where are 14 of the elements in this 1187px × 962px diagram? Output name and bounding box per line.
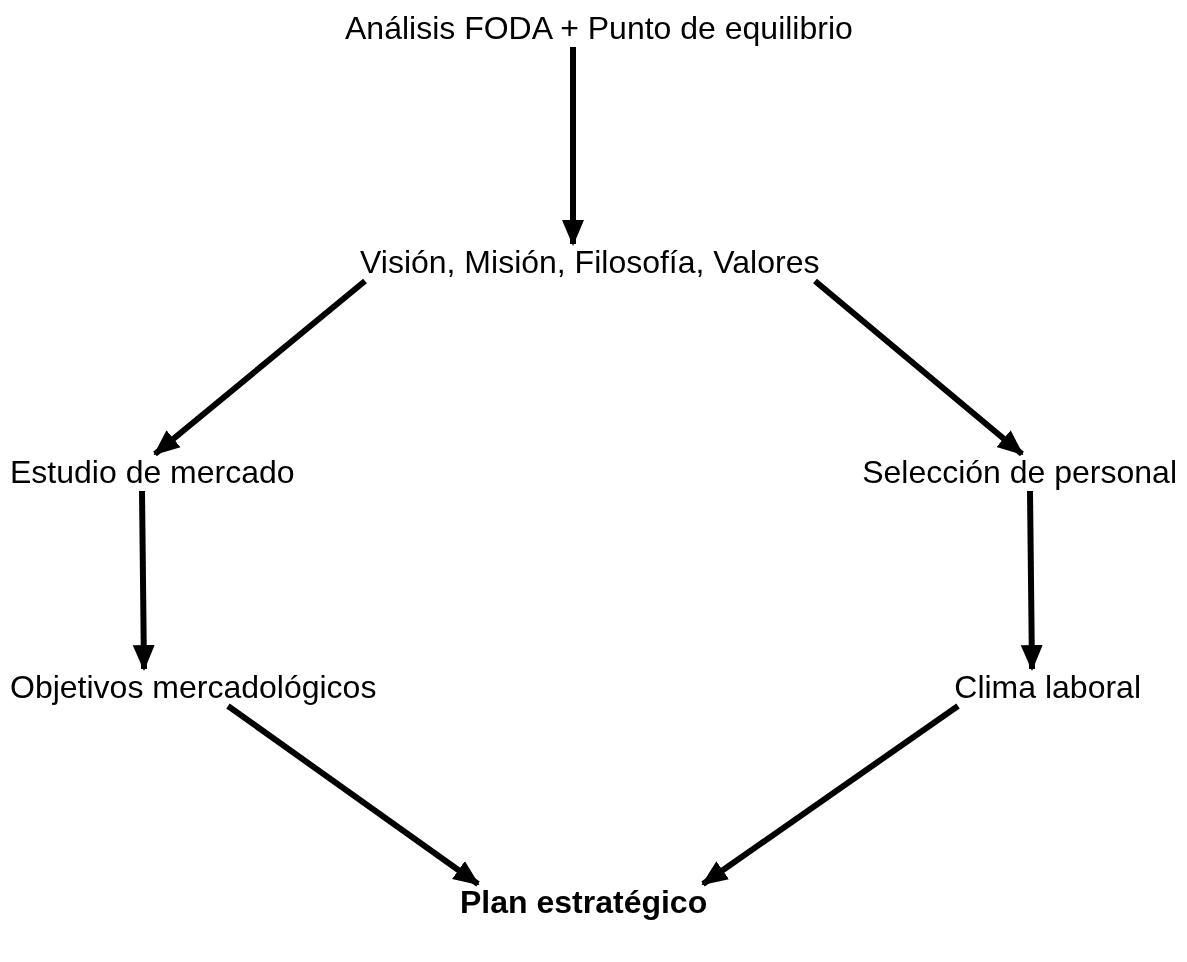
node-label: Visión, Misión, Filosofía, Valores: [360, 244, 820, 281]
arrow: [226, 703, 480, 887]
arrow: [701, 703, 960, 887]
arrow: [132, 490, 155, 671]
arrow: [562, 47, 584, 246]
node-label: Selección de personal: [862, 454, 1177, 491]
arrow: [813, 278, 1024, 457]
node-label: Plan estratégico: [460, 884, 708, 921]
node-label: Análisis FODA + Punto de equilibrio: [345, 10, 853, 47]
node-label: Objetivos mercadológicos: [10, 669, 377, 706]
node-label: Clima laboral: [954, 669, 1141, 706]
node-label: Estudio de mercado: [10, 454, 295, 491]
arrow: [1020, 490, 1043, 671]
arrow: [153, 278, 367, 457]
